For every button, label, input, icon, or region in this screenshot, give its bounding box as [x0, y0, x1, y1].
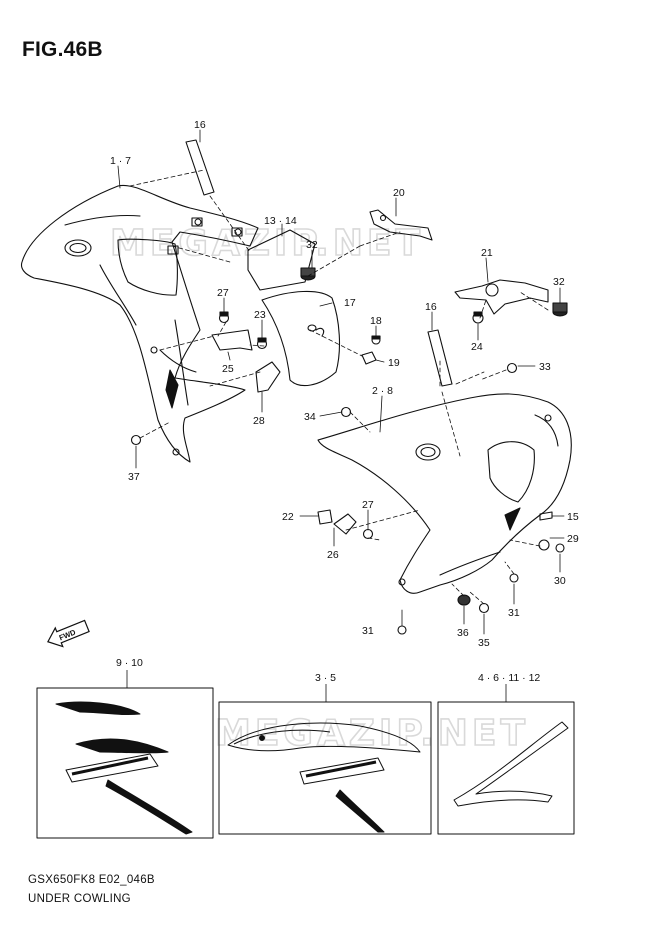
left-under-cowl	[20, 184, 259, 463]
callout-31-bottom: 31	[362, 625, 374, 637]
callout-21: 21	[481, 247, 493, 259]
inner-panel-17	[261, 290, 340, 387]
grommet-32-a	[300, 267, 316, 281]
callout-18: 18	[370, 315, 382, 327]
callout-27-left: 27	[217, 287, 229, 299]
callout-1-7: 1 · 7	[110, 155, 131, 167]
screw-34	[340, 406, 352, 418]
bracket-20	[369, 209, 433, 241]
screw-37	[130, 434, 142, 446]
clip-19	[361, 351, 377, 365]
screw-27-right	[362, 528, 374, 540]
callout-13-14: 13 · 14	[264, 215, 297, 227]
callout-16-right: 16	[425, 301, 437, 313]
clip-22	[317, 509, 333, 525]
screw-33	[506, 362, 518, 374]
kit-label-9-10: 9 · 10	[116, 657, 143, 669]
callout-26: 26	[327, 549, 339, 561]
callout-31-right: 31	[508, 607, 520, 619]
decal-kit-9-10	[36, 670, 214, 839]
grommet-32-b	[552, 302, 568, 317]
callout-labels: 16 1 · 7 20 13 · 14 32 21 32 27 17 16 23…	[110, 119, 579, 649]
kit-label-4-6-11-12: 4 · 6 · 11 · 12	[478, 672, 540, 684]
callout-37: 37	[128, 471, 140, 483]
callout-36: 36	[457, 627, 469, 639]
watermark-top: MEGAZIP.NET	[110, 223, 424, 264]
callout-34: 34	[304, 411, 316, 423]
callout-17: 17	[344, 297, 356, 309]
callout-16-left: 16	[194, 119, 206, 131]
clip-15	[539, 511, 553, 521]
screw-18	[371, 335, 381, 345]
bracket-29	[538, 539, 550, 551]
screw-27-left	[218, 311, 230, 324]
callout-28: 28	[253, 415, 265, 427]
figure-name: UNDER COWLING	[28, 893, 131, 905]
callout-24: 24	[471, 341, 483, 353]
figure-code: GSX650FK8 E02_046B	[28, 874, 155, 886]
callout-35: 35	[478, 637, 490, 649]
callout-15: 15	[567, 511, 579, 523]
bracket-13-14	[247, 229, 316, 291]
callout-27-right: 27	[362, 499, 374, 511]
bolt-30	[555, 543, 565, 553]
callout-20: 20	[393, 187, 405, 199]
callout-32-right: 32	[553, 276, 565, 288]
fwd-arrow-icon: FWD	[47, 619, 90, 648]
bracket-26	[333, 513, 357, 535]
kit-label-3-5: 3 · 5	[315, 672, 336, 684]
callout-30: 30	[554, 575, 566, 587]
right-under-cowl	[317, 393, 572, 594]
screw-35	[478, 602, 490, 614]
callout-23: 23	[254, 309, 266, 321]
decal-kit-4-6-11-12	[437, 684, 575, 835]
bolt-24	[472, 311, 484, 324]
callout-25: 25	[222, 363, 234, 375]
decal-kit-3-5	[218, 684, 432, 835]
callout-29: 29	[567, 533, 579, 545]
rod-16-left	[185, 139, 215, 196]
callout-33: 33	[539, 361, 551, 373]
rod-16-right	[427, 329, 453, 387]
clip-31-bottom	[397, 625, 407, 635]
bolt-23	[256, 337, 268, 350]
clip-31-right	[509, 573, 519, 583]
stay-21	[454, 279, 549, 315]
stay-28	[255, 361, 281, 393]
figure-title: FIG.46B	[22, 38, 103, 61]
callout-2-8: 2 · 8	[372, 385, 393, 397]
callout-22: 22	[282, 511, 294, 523]
grommet-36	[457, 594, 471, 606]
callout-19: 19	[388, 357, 400, 369]
bracket-25	[211, 329, 253, 351]
callout-32-left: 32	[306, 239, 318, 251]
